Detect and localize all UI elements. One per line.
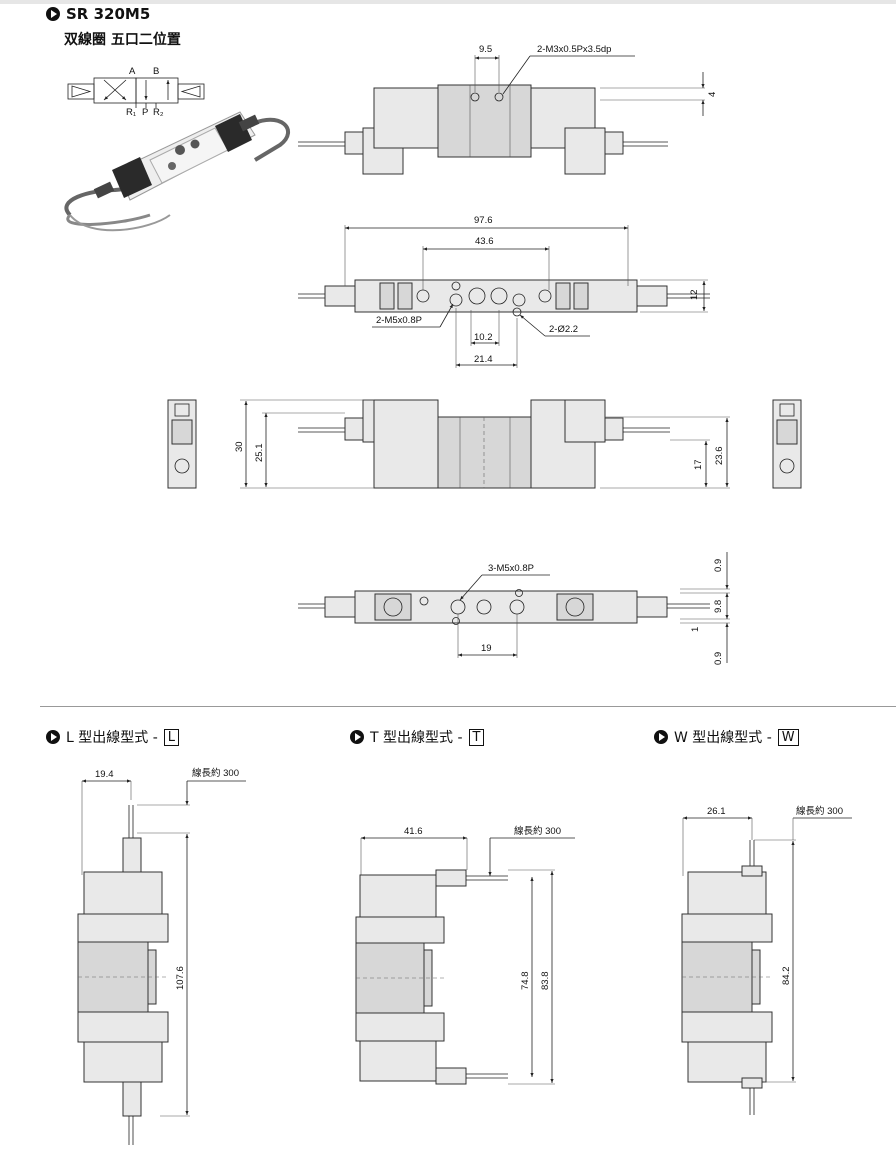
section-t-label: T 型出線型式 - <box>370 730 463 746</box>
dim-25-1: 25.1 <box>254 444 265 463</box>
plan-view: 97.6 43.6 12 2-M5x0.8P 2-Ø2.2 10.2 21.4 <box>298 215 710 368</box>
dim-12: 12 <box>689 289 700 300</box>
port-r2-label: R₂ <box>153 107 164 118</box>
t-offset: 41.6 <box>404 826 423 837</box>
l-height: 107.6 <box>175 966 186 990</box>
valve-symbol: A B R₁ P R₂ <box>67 66 205 118</box>
product-photo <box>64 111 290 232</box>
dim-9-8: 9.8 <box>713 600 724 613</box>
page-subtitle: 双線圈 五口二位置 <box>64 32 181 48</box>
dim-17: 17 <box>693 459 704 470</box>
top-bar <box>0 0 896 4</box>
section-l-label: L 型出線型式 - <box>66 730 158 746</box>
t-lead: 線長約 300 <box>514 825 561 837</box>
note-m3-thread: 2-M3x0.5Px3.5dp <box>537 44 611 55</box>
dim-gap-top: 0.9 <box>713 559 724 572</box>
port-p-label: P <box>142 107 148 118</box>
section-divider <box>40 706 896 707</box>
page-title: SR 320M5 <box>46 5 181 23</box>
w-height: 84.2 <box>781 967 792 986</box>
dim-10-2: 10.2 <box>474 332 493 343</box>
port-a-label: A <box>129 66 136 77</box>
model-name: SR 320M5 <box>66 5 151 23</box>
dim-23-6: 23.6 <box>714 447 725 466</box>
w-offset: 26.1 <box>707 806 726 817</box>
section-w-label: W 型出線型式 - <box>674 730 772 746</box>
w-type-drawing: 26.1 線長約 300 84.2 <box>681 805 852 1115</box>
section-t-code: T <box>468 728 485 746</box>
section-w-code: W <box>777 728 799 746</box>
t-type-drawing: 41.6 線長約 300 74.8 83.8 <box>355 825 575 1085</box>
dim-21-4: 21.4 <box>474 354 493 365</box>
play-bullet-icon <box>654 730 668 744</box>
note-bottom-ports: 3-M5x0.8P <box>488 563 534 574</box>
t-height-1: 74.8 <box>520 972 531 991</box>
play-bullet-icon <box>46 730 60 744</box>
section-w-heading: W 型出線型式 - W <box>654 727 799 747</box>
port-b-label: B <box>153 66 159 77</box>
dim-9-5: 9.5 <box>479 44 492 55</box>
play-bullet-icon <box>350 730 364 744</box>
l-lead: 線長約 300 <box>192 767 239 779</box>
dim-1: 1 <box>690 627 701 632</box>
l-type-drawing: 19.4 線長約 300 107.6 <box>77 767 246 1145</box>
l-offset: 19.4 <box>95 769 114 780</box>
top-view: 9.5 2-M3x0.5Px3.5dp 4 <box>298 44 718 175</box>
bottom-view: 3-M5x0.8P 19 0.9 9.8 1 0.9 <box>298 552 730 665</box>
section-t-heading: T 型出線型式 - T <box>350 727 485 747</box>
note-hole: 2-Ø2.2 <box>549 324 578 335</box>
section-l-code: L <box>163 728 180 746</box>
note-m5-port: 2-M5x0.8P <box>376 315 422 326</box>
header: SR 320M5 双線圈 五口二位置 <box>46 5 181 49</box>
t-height-2: 83.8 <box>540 972 551 991</box>
dim-97-6: 97.6 <box>474 215 493 226</box>
section-l-heading: L 型出線型式 - L <box>46 727 180 747</box>
dim-gap-bottom: 0.9 <box>713 652 724 665</box>
port-r1-label: R₁ <box>126 107 136 118</box>
dim-30: 30 <box>234 441 245 452</box>
dim-43-6: 43.6 <box>475 236 494 247</box>
dim-4: 4 <box>707 92 718 97</box>
play-bullet-icon <box>46 7 60 21</box>
front-view: 30 25.1 17 23.6 <box>167 399 802 489</box>
w-lead: 線長約 300 <box>796 805 843 817</box>
dim-19: 19 <box>481 643 492 654</box>
